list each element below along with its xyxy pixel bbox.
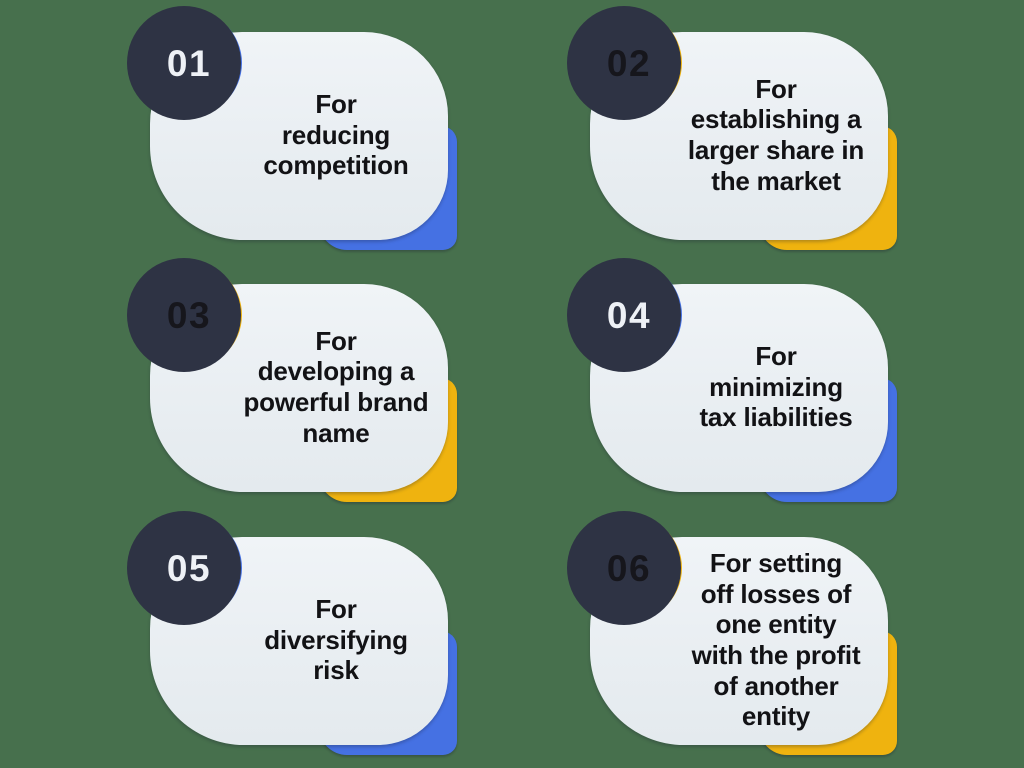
card-text: For setting off losses of one entity wit… bbox=[691, 547, 861, 732]
info-card-05: 05 For diversifying risk bbox=[126, 511, 470, 763]
step-badge: 04 bbox=[567, 258, 682, 372]
badge-number: 01 bbox=[166, 42, 212, 84]
info-card-01: 01 For reducing competition bbox=[126, 6, 470, 258]
info-card-03: 03 For developing a powerful brand name bbox=[126, 258, 470, 510]
badge-number: 05 bbox=[166, 547, 212, 589]
card-text: For diversifying risk bbox=[264, 593, 408, 686]
info-card-06: 06 For setting off losses of one entity … bbox=[566, 511, 910, 763]
info-card-04: 04 For minimizing tax liabilities bbox=[566, 258, 910, 510]
step-badge: 03 bbox=[127, 258, 242, 372]
card-text: For establishing a larger share in the m… bbox=[687, 73, 865, 196]
step-badge: 02 bbox=[567, 6, 682, 120]
card-text: For reducing competition bbox=[263, 88, 409, 181]
step-badge: 06 bbox=[567, 511, 682, 625]
card-text: For developing a powerful brand name bbox=[243, 325, 429, 448]
badge-number: 03 bbox=[166, 294, 212, 336]
info-card-02: 02 For establishing a larger share in th… bbox=[566, 6, 910, 258]
badge-number: 06 bbox=[606, 547, 652, 589]
card-text: For minimizing tax liabilities bbox=[699, 340, 853, 433]
step-badge: 05 bbox=[127, 511, 242, 625]
step-badge: 01 bbox=[127, 6, 242, 120]
badge-number: 04 bbox=[606, 294, 652, 336]
badge-number: 02 bbox=[606, 42, 652, 84]
